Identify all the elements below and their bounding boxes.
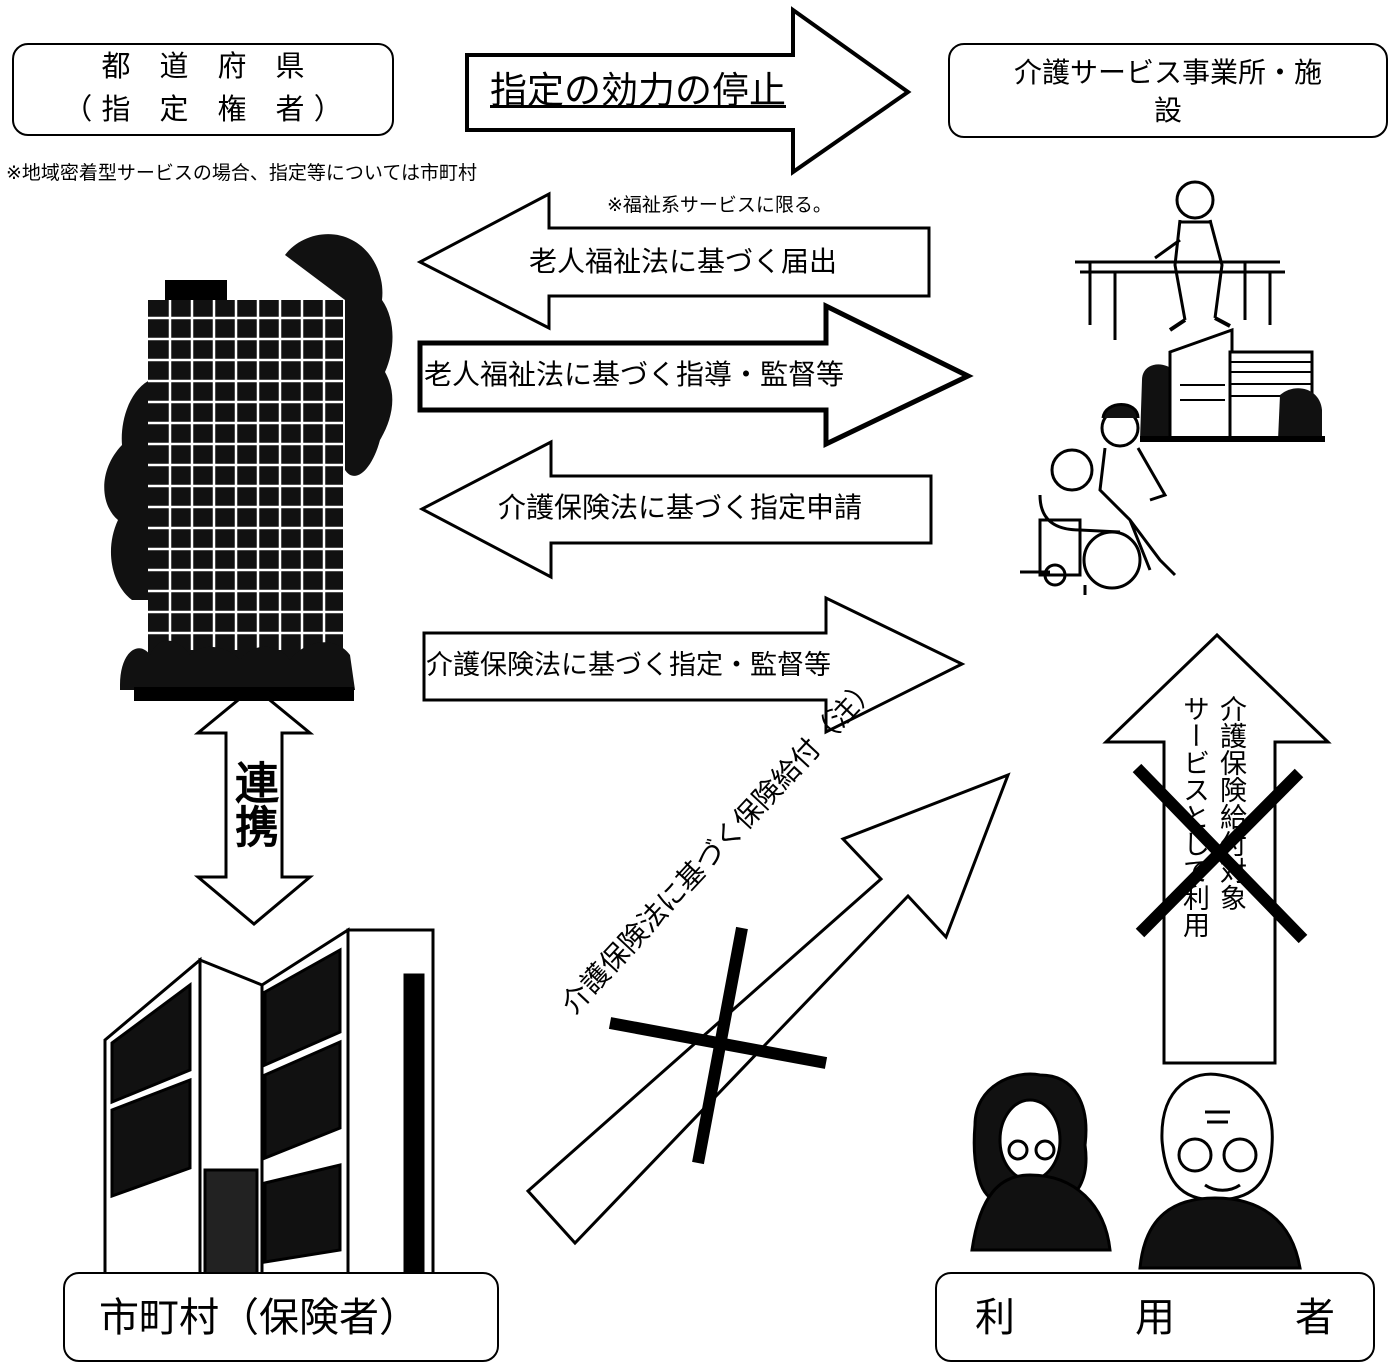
user-service-label-col2: 介護保険給付対象 — [1215, 695, 1246, 911]
welfare-guidance-label: 老人福祉法に基づく指導・監督等 — [424, 358, 845, 391]
wheelchair-caregiver-illustration — [1020, 403, 1177, 595]
designation-application-label: 介護保険法に基づく指定申請 — [498, 491, 863, 524]
suspension-arrow — [465, 6, 912, 176]
municipal-office-illustration — [103, 927, 435, 1282]
care-facility-illustration — [1140, 327, 1325, 442]
caregiver-parallel-bars-illustration — [1075, 180, 1285, 340]
cross-out-vertical-1b — [1135, 768, 1304, 938]
municipality-title: 市町村（保険者） — [99, 1295, 419, 1341]
facility-box: 介護サービス事業所・施 設 — [948, 43, 1388, 138]
cooperation-arrow — [193, 685, 315, 926]
facility-title: 介護サービス事業所・施 — [1013, 56, 1322, 89]
facility-title-cont: 設 — [1153, 94, 1182, 127]
cooperation-label: 連携 — [227, 760, 278, 848]
prefectural-office-illustration — [104, 234, 393, 701]
designation-supervision-arrow — [422, 595, 966, 735]
welfare-notification-label: 老人福祉法に基づく届出 — [529, 245, 838, 278]
designation-application-arrow — [418, 439, 933, 580]
community-service-note: ※地域密着型サービスの場合、指定等については市町村 — [6, 162, 477, 184]
insurance-benefit-arrow — [525, 772, 1011, 1246]
welfare-notification-arrow — [416, 191, 931, 331]
prefecture-title: 都 道 府 県 — [101, 49, 305, 83]
designation-supervision-label: 介護保険法に基づく指定・監督等 — [426, 650, 831, 681]
prefecture-box: 都 道 府 県 （ 指 定 権 者 ） — [12, 43, 394, 136]
municipality-box: 市町村（保険者） — [63, 1272, 499, 1362]
suspension-label: 指定の効力の停止 — [490, 69, 786, 112]
welfare-only-note: ※福祉系サービスに限る。 — [607, 194, 832, 216]
elderly-couple-illustration — [970, 1072, 1302, 1270]
cross-out-diagonal-1b — [692, 926, 748, 1165]
user-service-label-col1: サービスとして利用 — [1178, 695, 1209, 938]
user-title: 利 用 者 — [975, 1295, 1335, 1341]
user-box: 利 用 者 — [935, 1272, 1375, 1362]
prefecture-subtitle: （ 指 定 権 者 ） — [63, 92, 343, 126]
welfare-guidance-arrow — [417, 301, 974, 448]
